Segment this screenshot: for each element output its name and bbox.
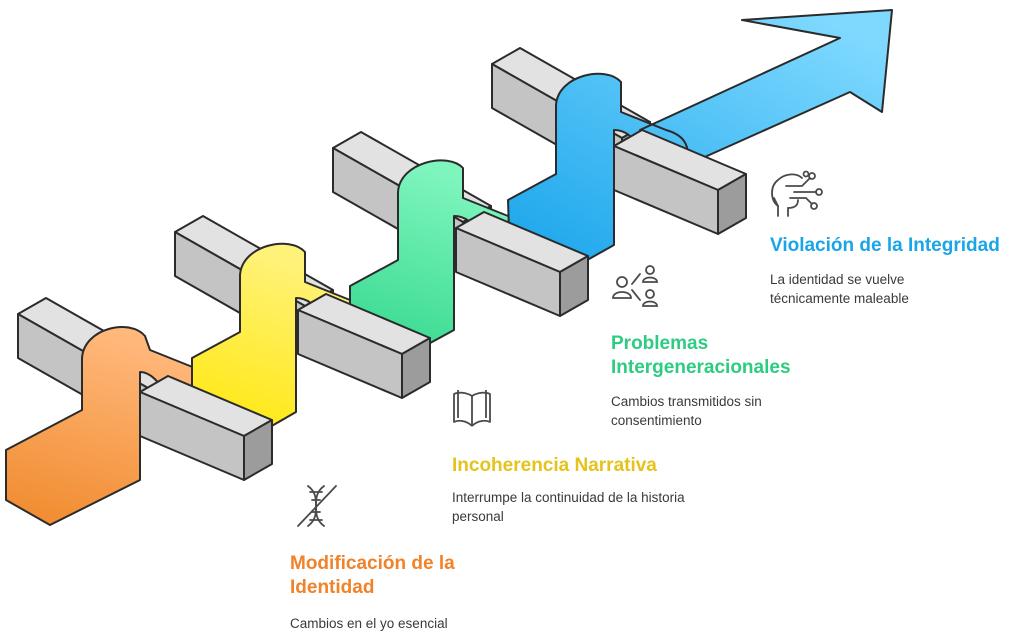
step-title-violacion: Violación de la Integridad bbox=[770, 235, 1000, 256]
generations-icon bbox=[608, 262, 664, 312]
step-title-problemas: Problemas Intergeneracionales bbox=[611, 333, 791, 378]
step-desc-incoherencia: Interrumpe la continuidad de la historia… bbox=[452, 490, 685, 524]
beam-front-1 bbox=[139, 375, 273, 481]
head-circuit-icon bbox=[766, 164, 826, 224]
step-title-modificacion: Modificación de la Identidad bbox=[290, 553, 455, 598]
dna-crossed-icon bbox=[290, 480, 342, 532]
open-book-icon bbox=[448, 384, 496, 432]
step-desc-problemas: Cambios transmitidos sin consentimiento bbox=[611, 394, 762, 428]
beam-front-2 bbox=[297, 293, 431, 399]
step-desc-violacion: La identidad se vuelve técnicamente male… bbox=[770, 272, 909, 306]
step-desc-modificacion: Cambios en el yo esencial bbox=[290, 616, 448, 631]
beam-front-4 bbox=[613, 129, 747, 235]
beam-front-3 bbox=[455, 211, 589, 317]
step-title-incoherencia: Incoherencia Narrativa bbox=[452, 455, 657, 476]
